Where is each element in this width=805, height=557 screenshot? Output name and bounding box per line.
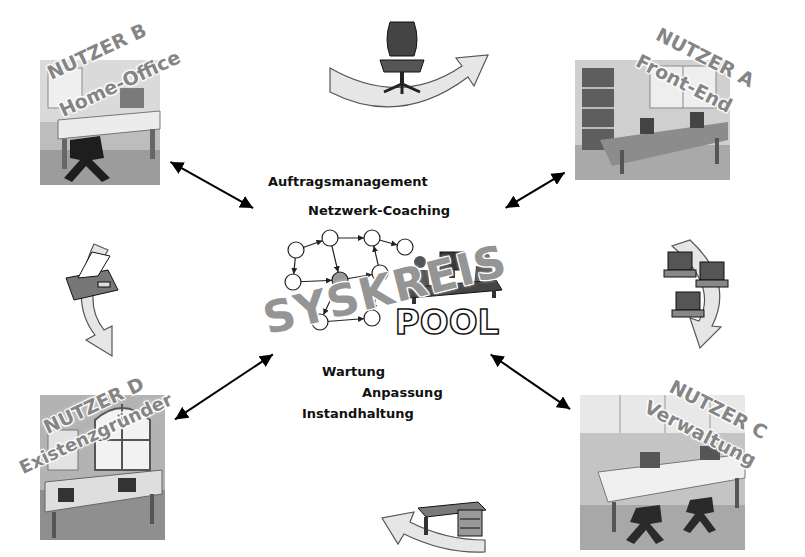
office-photo — [690, 112, 704, 128]
cycle-arrow — [330, 55, 488, 107]
user-node: NUTZER DExistenzgründer — [40, 395, 165, 540]
user-node: NUTZER CVerwaltung — [580, 395, 745, 550]
office-photo — [598, 454, 745, 502]
chair-icon — [384, 84, 420, 94]
service-label: Wartung — [322, 364, 385, 380]
desk-icon — [424, 517, 428, 535]
user-node: NUTZER AFront-End — [575, 60, 730, 180]
office-photo — [582, 87, 614, 89]
double-arrow — [170, 162, 253, 208]
service-label: Instandhaltung — [302, 406, 414, 422]
computer-icon — [672, 310, 704, 317]
network-graph — [397, 239, 413, 255]
computer-icon — [700, 262, 724, 280]
office-photo — [626, 505, 664, 544]
desk-icon — [460, 519, 480, 520]
office-photo — [640, 452, 660, 468]
computer-icon — [664, 270, 696, 277]
chair-icon — [400, 72, 404, 84]
pool-desk-illustration — [492, 290, 496, 298]
office-photo — [640, 118, 654, 134]
user-node: NUTZER BHome-Office — [40, 60, 160, 185]
service-label: Anpassung — [362, 385, 443, 401]
computer-icon — [696, 280, 728, 287]
chair-icon — [380, 60, 424, 72]
chair-icon — [380, 22, 424, 94]
office-photo — [582, 68, 614, 150]
office-photo — [600, 122, 728, 166]
office-photo — [150, 129, 155, 159]
pool-title: POOL — [395, 305, 499, 341]
desk-icon — [460, 528, 480, 529]
service-label: Auftragsmanagement — [268, 174, 428, 190]
office-photo — [582, 127, 614, 129]
computer-icon — [676, 292, 700, 310]
office-photo — [64, 136, 110, 182]
fax-icon — [66, 252, 118, 300]
network-graph — [288, 242, 304, 258]
office-photo — [735, 478, 739, 508]
office-photo — [118, 478, 136, 492]
double-arrow — [175, 354, 273, 419]
office-photo — [45, 470, 162, 512]
network-graph — [364, 230, 380, 246]
chair-icon — [387, 22, 417, 56]
office-photo — [580, 505, 745, 550]
cycle-arrow — [330, 55, 488, 107]
service-label: Netzwerk-Coaching — [308, 203, 450, 219]
pool-node: SYSKREISPOOL — [232, 212, 535, 350]
fax-icon — [98, 282, 110, 287]
office-photo — [582, 107, 614, 109]
double-arrow — [491, 355, 570, 410]
office-photo — [62, 139, 67, 169]
office-photo — [58, 488, 74, 502]
office-photo — [150, 494, 154, 524]
office-photo — [620, 150, 624, 174]
desk-icon — [418, 502, 486, 536]
double-arrow — [506, 173, 565, 208]
fax-icon — [78, 252, 110, 278]
computer-icon — [664, 252, 728, 317]
network-graph — [322, 230, 338, 246]
office-photo — [715, 138, 719, 164]
office-photo — [612, 502, 616, 532]
computer-icon — [668, 252, 692, 270]
desk-icon — [458, 510, 482, 536]
office-photo — [620, 395, 621, 433]
office-photo — [683, 497, 716, 533]
office-photo — [52, 512, 56, 538]
